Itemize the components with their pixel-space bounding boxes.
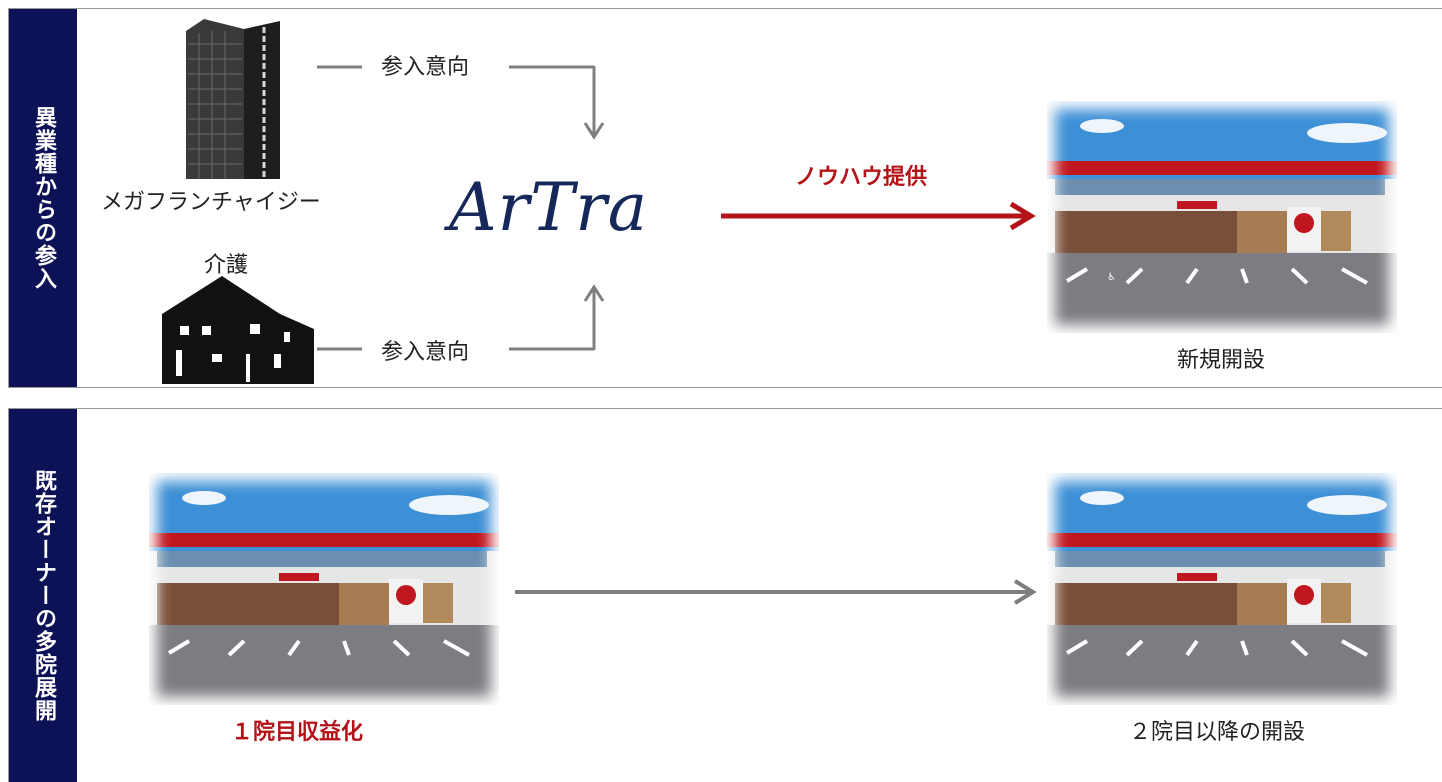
source-label-mega-franchisee: メガフランチャイジー bbox=[101, 190, 321, 215]
end-caption: ２院目以降の開設 bbox=[1129, 720, 1306, 745]
clinic-storefront-photo: ♿ bbox=[1047, 101, 1397, 333]
knowhow-arrow bbox=[721, 201, 1036, 231]
svg-text:♿: ♿ bbox=[1107, 272, 1116, 283]
source-label-nursing-care: 介護 bbox=[204, 253, 249, 278]
knowhow-label: ノウハウ提供 bbox=[795, 165, 928, 190]
side-label-new-entry: 異業種からの参入 bbox=[9, 9, 77, 387]
flow-label-bottom: 参入意向 bbox=[381, 340, 470, 365]
clinic-storefront-photo bbox=[1047, 473, 1397, 705]
expansion-arrow bbox=[515, 579, 1037, 605]
result-caption: 新規開設 bbox=[1177, 348, 1266, 373]
clinic-storefront-photo bbox=[149, 473, 499, 705]
connector-bottom-to-hub bbox=[317, 284, 605, 351]
panel-multi-site: 既存オーナーの多院展開 １院目収益化 bbox=[8, 408, 1442, 782]
flow-label-top: 参入意向 bbox=[381, 55, 470, 80]
panel-new-entry: 異業種からの参入 メガフランチャイジー 介護 参入 bbox=[8, 8, 1442, 388]
side-label-multi-site: 既存オーナーの多院展開 bbox=[9, 409, 77, 782]
start-caption: １院目収益化 bbox=[231, 720, 364, 745]
office-building-icon bbox=[186, 19, 280, 179]
house-icon bbox=[162, 276, 314, 384]
connector-top-to-hub bbox=[317, 65, 605, 140]
artra-logo: ArTra bbox=[449, 169, 649, 246]
